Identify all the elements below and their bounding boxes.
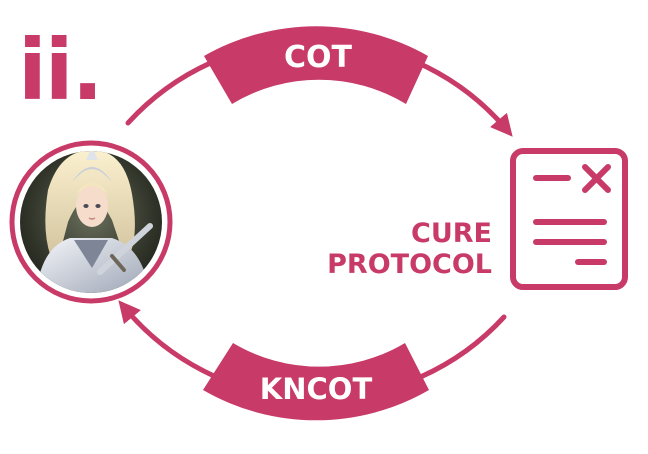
avatar <box>9 140 173 304</box>
protocol-label-line-2: PROTOCOL <box>327 249 492 280</box>
top-arc-label: COT <box>284 40 353 75</box>
protocol-label: CURE PROTOCOL <box>327 218 492 280</box>
protocol-label-line-1: CURE <box>411 218 492 249</box>
bottom-arc-label: KNCOT <box>260 372 373 406</box>
document-with-x-icon <box>510 148 628 290</box>
bottom-arc-banner <box>203 343 429 421</box>
step-label: ii. <box>18 21 103 119</box>
top-arc-banner <box>204 26 428 105</box>
